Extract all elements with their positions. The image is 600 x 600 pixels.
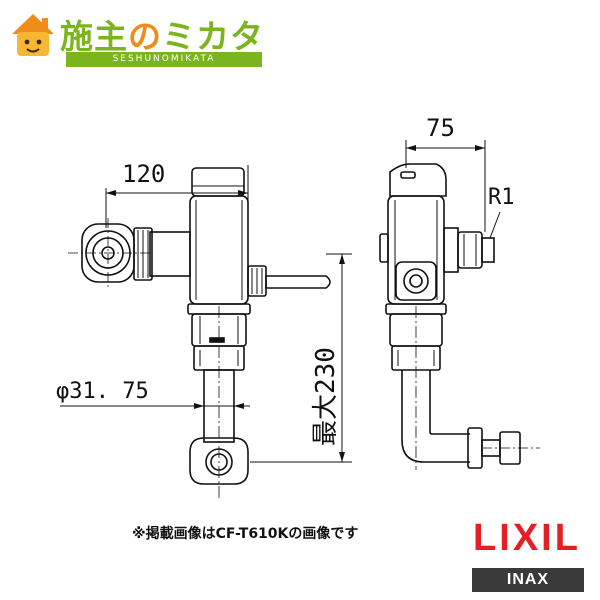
brand-logo: LIXIL INAX bbox=[468, 516, 586, 594]
dim-width-side: 75 bbox=[426, 114, 455, 142]
brand-lixil: LIXIL bbox=[473, 517, 581, 559]
dim-pipe-diameter: φ31. 75 bbox=[56, 379, 149, 404]
site-logo[interactable]: 施主のミカタ SESHUNOMIKATA bbox=[8, 6, 268, 68]
thread-label: R1 bbox=[488, 185, 515, 210]
dim-width-front: 120 bbox=[122, 160, 165, 188]
brand-inax: INAX bbox=[472, 568, 584, 592]
house-mascot-icon bbox=[12, 14, 54, 56]
dim-height: 最大230 bbox=[311, 347, 341, 446]
logo-subtitle: SESHUNOMIKATA bbox=[66, 52, 262, 67]
logo-title: 施主のミカタ bbox=[60, 17, 264, 56]
image-note: ※掲載画像はCF-T610Kの画像です bbox=[132, 526, 359, 542]
